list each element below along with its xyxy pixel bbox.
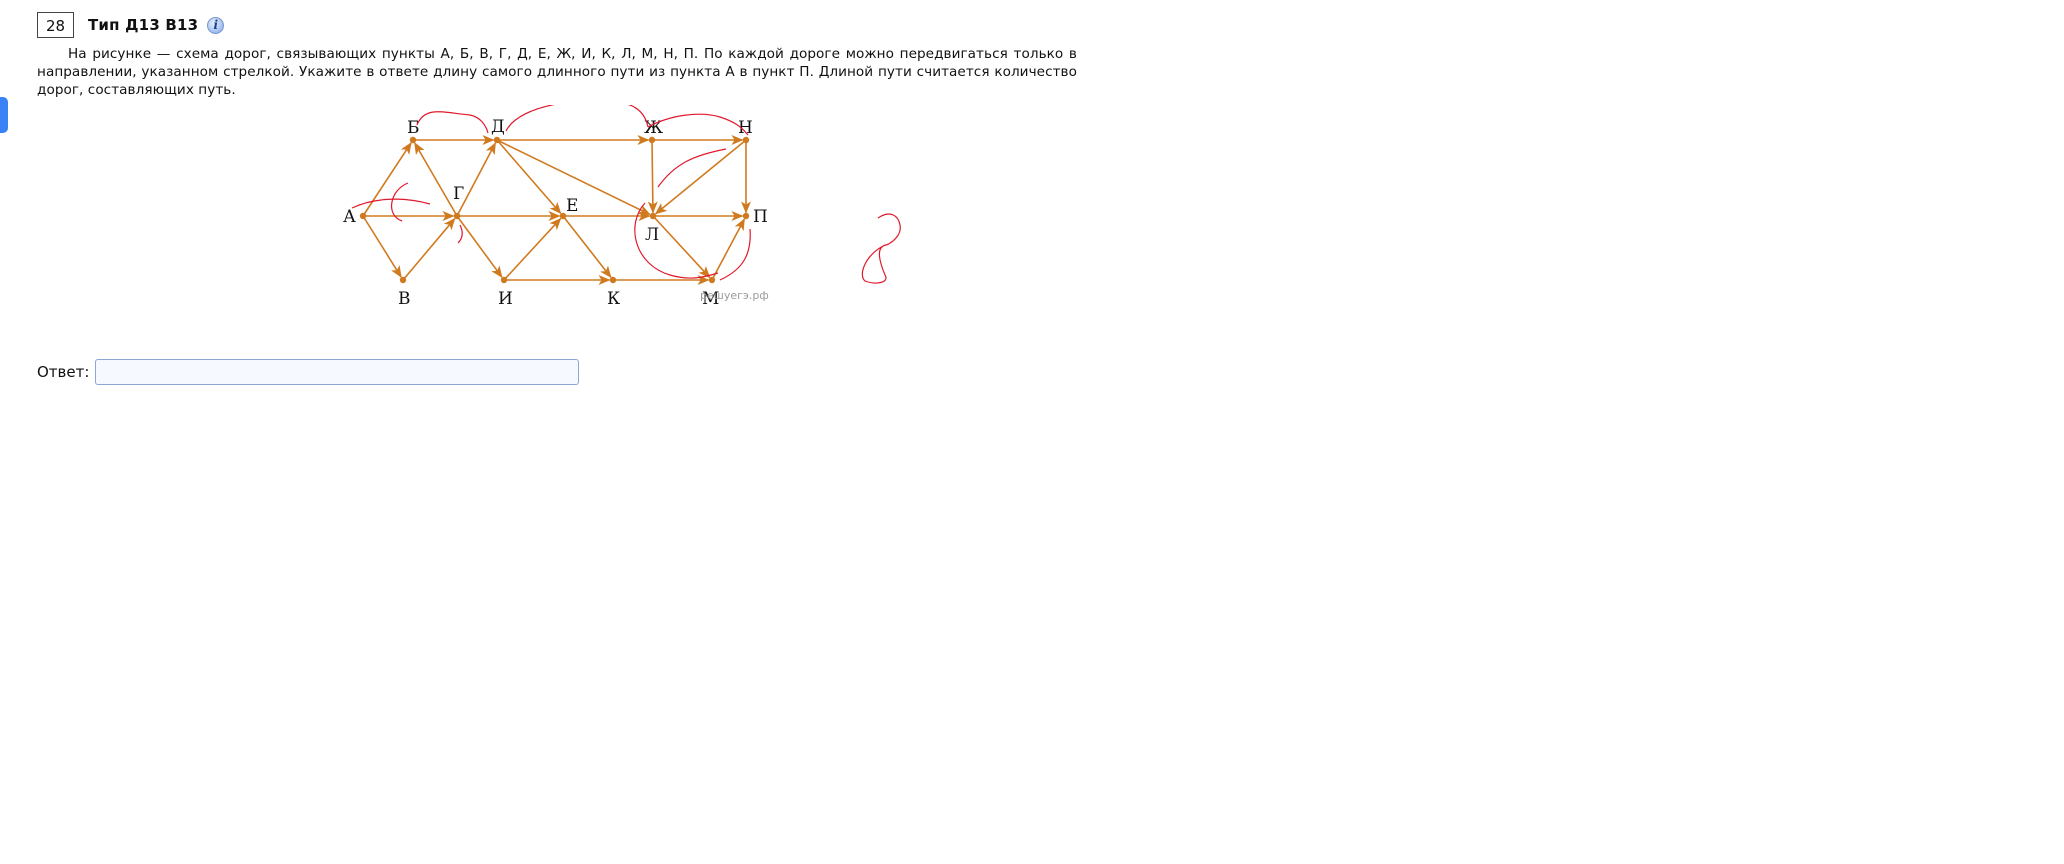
edge-G-D	[456, 142, 497, 217]
node-V	[399, 276, 407, 284]
edge-D-L	[496, 139, 651, 216]
node-L	[649, 212, 657, 220]
node-A	[359, 212, 367, 220]
red-annotation-stroke	[416, 111, 489, 134]
node-E	[559, 212, 567, 220]
node-P	[742, 212, 750, 220]
red-annotation-stroke	[391, 182, 409, 222]
edge-L-M	[652, 215, 711, 279]
handwritten-annotations	[351, 100, 901, 284]
node-label-V: В	[398, 289, 411, 309]
red-annotation-stroke	[351, 198, 431, 209]
answer-row: Ответ:	[37, 359, 580, 385]
edge-V-G	[402, 217, 456, 281]
node-K	[609, 276, 617, 284]
answer-input[interactable]	[95, 359, 580, 385]
task-block: 28 Тип Д13 B13 i На рисунке — схема доро…	[37, 11, 1077, 99]
red-annotation-stroke	[505, 100, 649, 132]
edge-N-L	[654, 139, 747, 215]
node-label-B: Б	[407, 118, 420, 138]
node-G	[453, 212, 461, 220]
edge-A-B	[362, 142, 412, 217]
site-watermark: решуегэ.рф	[700, 289, 769, 302]
node-D	[493, 136, 501, 144]
node-N	[742, 136, 750, 144]
node-label-L: Л	[645, 225, 659, 245]
edge-G-B	[414, 142, 458, 217]
edge-M-P	[711, 218, 746, 281]
task-number-badge: 28	[37, 12, 74, 38]
red-annotation-stroke	[719, 228, 751, 281]
edge-A-V	[362, 215, 402, 278]
red-annotation-stroke	[657, 148, 727, 188]
road-graph-figure: А Б В Г Д Е Ж Н Л П И К М решуегэ.рф	[330, 100, 950, 319]
node-label-E: Е	[566, 196, 578, 216]
task-type-title: Тип Д13 B13	[88, 16, 199, 34]
edge-Zh-L	[647, 139, 658, 214]
red-annotation-stroke	[647, 113, 749, 136]
edge-G-I	[456, 215, 503, 278]
task-header: 28 Тип Д13 B13 i	[37, 11, 1077, 39]
road-graph-svg: А Б В Г Д Е Ж Н Л П И К М решуегэ.рф	[343, 100, 901, 309]
node-label-D: Д	[491, 117, 505, 137]
node-label-I: И	[498, 289, 513, 309]
task-statement: На рисунке — схема дорог, связывающих пу…	[37, 46, 1077, 98]
info-icon[interactable]: i	[207, 16, 225, 34]
node-label-A: А	[343, 207, 356, 227]
edge-I-E	[503, 217, 562, 281]
node-label-Zh: Ж	[644, 118, 663, 138]
side-tab-indicator[interactable]	[0, 97, 8, 133]
node-label-G: Г	[453, 184, 464, 204]
node-label-M: М	[702, 289, 719, 309]
node-label-K: К	[607, 289, 620, 309]
answer-label: Ответ:	[37, 363, 90, 381]
node-I	[500, 276, 508, 284]
node-label-P: П	[753, 207, 768, 227]
edges-layer	[362, 135, 751, 285]
node-label-N: Н	[738, 118, 753, 138]
labels-layer: А Б В Г Д Е Ж Н Л П И К М	[343, 117, 768, 309]
red-annotation-stroke	[861, 213, 901, 284]
node-M	[708, 276, 716, 284]
node-Zh	[648, 136, 656, 144]
red-annotation-stroke	[457, 224, 463, 244]
red-annotation-stroke	[634, 202, 719, 279]
edge-D-E	[496, 139, 562, 215]
nodes-layer	[359, 136, 750, 284]
edge-E-K	[562, 215, 612, 279]
node-B	[409, 136, 417, 144]
